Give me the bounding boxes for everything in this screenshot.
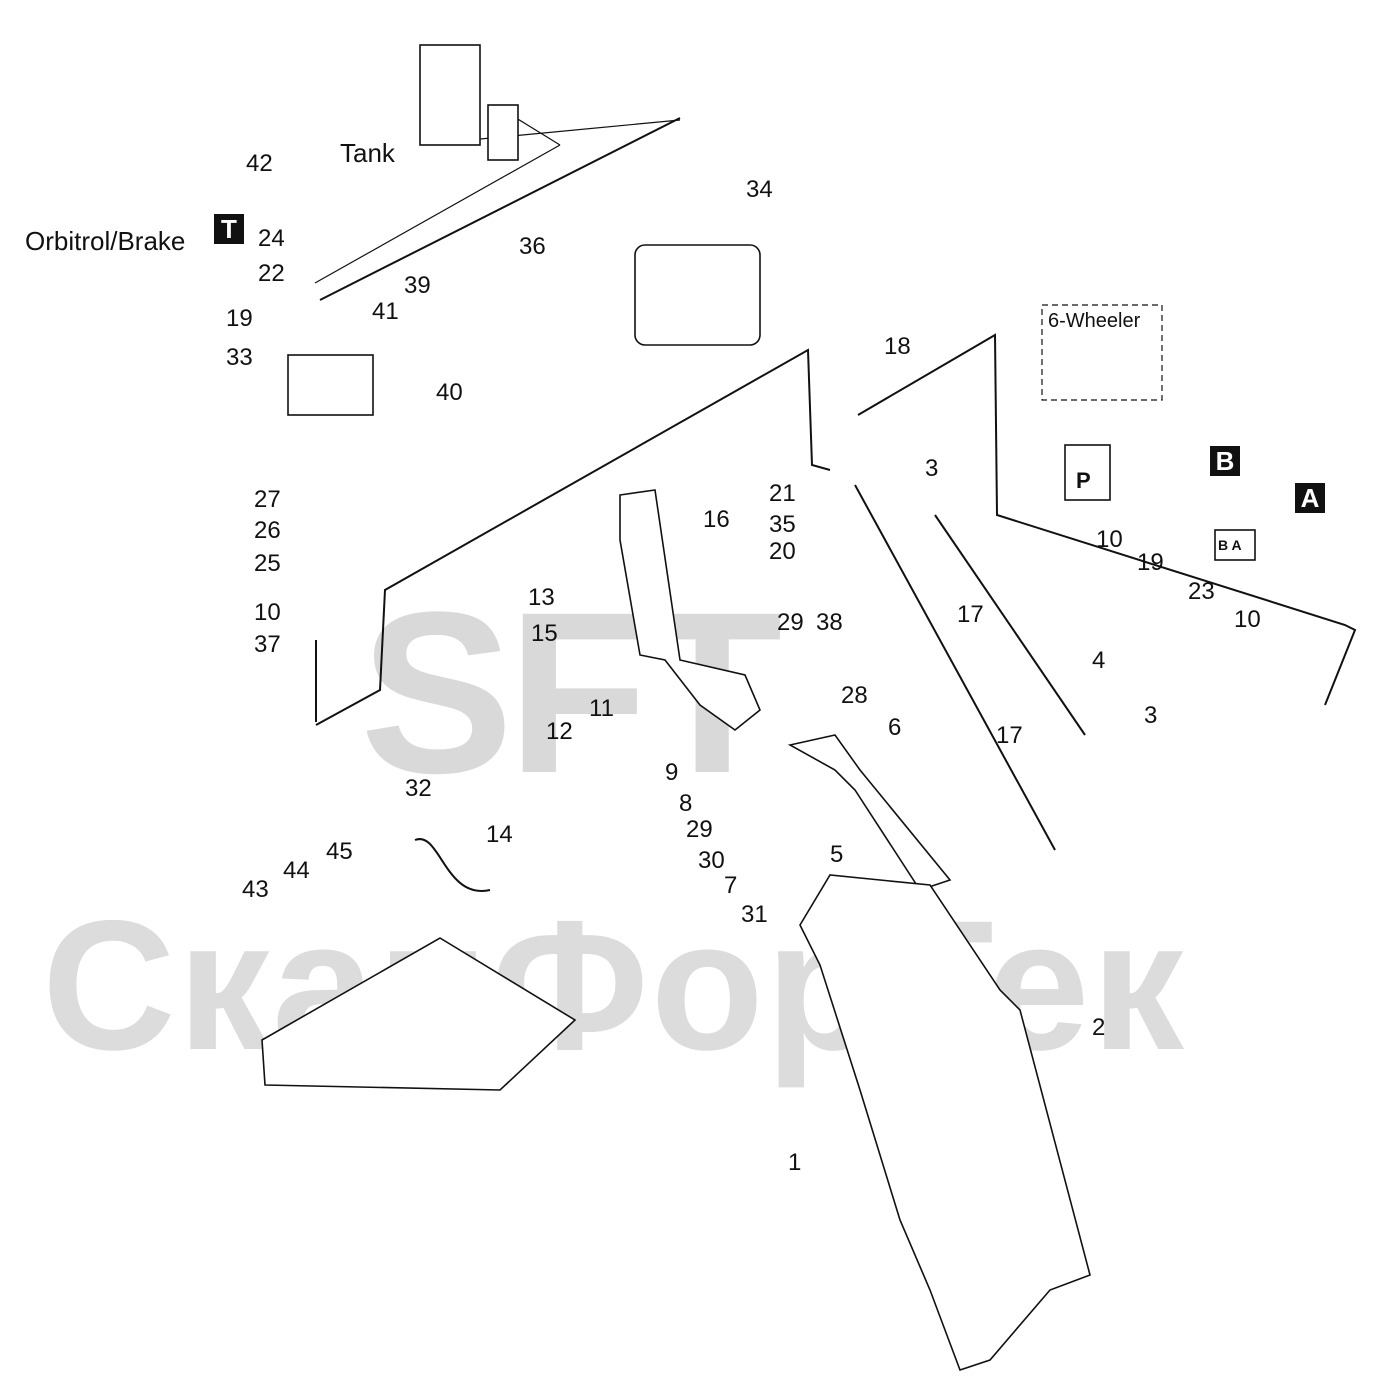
sensor-cable-32 bbox=[414, 838, 491, 892]
callout-44: 44 bbox=[283, 857, 310, 884]
valve-23 bbox=[1214, 529, 1256, 561]
gasket-plate bbox=[487, 104, 519, 161]
callout-3: 3 bbox=[925, 455, 939, 482]
callout-1: 1 bbox=[788, 1149, 802, 1176]
callout-27: 27 bbox=[254, 486, 281, 513]
callout-41: 41 bbox=[372, 298, 399, 325]
callout-36: 36 bbox=[519, 233, 546, 260]
orbitrol-brake-label: Orbitrol/Brake bbox=[25, 226, 186, 256]
callout-32: 32 bbox=[405, 775, 432, 802]
ports-ba-label: B A bbox=[1218, 537, 1242, 553]
callout-21: 21 bbox=[769, 480, 796, 507]
callout-45: 45 bbox=[326, 838, 353, 865]
callout-14: 14 bbox=[486, 821, 513, 848]
callout-42: 42 bbox=[246, 150, 273, 177]
port-tag-b: B bbox=[1210, 446, 1240, 476]
callout-17b: 17 bbox=[996, 722, 1023, 749]
callout-11: 11 bbox=[589, 695, 614, 722]
callout-10: 10 bbox=[254, 599, 281, 626]
callout-39: 39 bbox=[404, 272, 431, 299]
callout-43: 43 bbox=[242, 876, 269, 903]
callout-29: 29 bbox=[777, 609, 804, 636]
port-p-label: P bbox=[1076, 468, 1091, 493]
tank-label: Tank bbox=[340, 138, 395, 168]
callout-19: 19 bbox=[226, 305, 253, 332]
callout-26: 26 bbox=[254, 517, 281, 544]
hydraulic-motor bbox=[634, 244, 761, 346]
callout-2: 2 bbox=[1092, 1014, 1106, 1041]
six-wheeler-label: 6-Wheeler bbox=[1048, 310, 1141, 332]
ladder-1 bbox=[799, 874, 1091, 1372]
tank-fitting bbox=[419, 44, 481, 146]
leader-line bbox=[314, 144, 561, 284]
callout-22: 22 bbox=[258, 260, 285, 287]
callout-40: 40 bbox=[436, 379, 463, 406]
callout-8: 8 bbox=[679, 790, 693, 817]
gas-strut-4 bbox=[934, 514, 1086, 736]
callout-20: 20 bbox=[769, 538, 796, 565]
callout-28: 28 bbox=[841, 682, 868, 709]
pedal-bracket-13 bbox=[619, 489, 761, 732]
callout-38: 38 bbox=[816, 609, 843, 636]
callout-18: 18 bbox=[884, 333, 911, 360]
callout-5: 5 bbox=[830, 841, 844, 868]
callout-16: 16 bbox=[703, 506, 730, 533]
callout-24: 24 bbox=[258, 225, 285, 252]
callout-37: 37 bbox=[254, 631, 281, 658]
callout-31: 31 bbox=[741, 901, 768, 928]
callout-9: 9 bbox=[665, 759, 679, 786]
callout-15: 15 bbox=[531, 620, 558, 647]
callout-6: 6 bbox=[888, 714, 902, 741]
callout-17: 17 bbox=[957, 601, 984, 628]
port-tag-t: T bbox=[214, 214, 244, 244]
hydraulic-line bbox=[857, 333, 1357, 706]
callout-4: 4 bbox=[1092, 647, 1106, 674]
callout-19b: 19 bbox=[1137, 549, 1164, 576]
callout-33: 33 bbox=[226, 344, 253, 371]
callout-25: 25 bbox=[254, 550, 281, 577]
callout-13: 13 bbox=[528, 584, 555, 611]
callout-35: 35 bbox=[769, 511, 796, 538]
callout-23: 23 bbox=[1188, 578, 1215, 605]
callout-29b: 29 bbox=[686, 816, 713, 843]
callout-7: 7 bbox=[724, 872, 738, 899]
pedal-arm-1 bbox=[787, 734, 952, 891]
battery-tray bbox=[261, 937, 577, 1091]
callout-34: 34 bbox=[746, 176, 773, 203]
valve-block-p bbox=[1064, 444, 1111, 501]
callout-3b: 3 bbox=[1144, 702, 1158, 729]
callout-12: 12 bbox=[546, 718, 573, 745]
valve-block-33 bbox=[287, 354, 374, 416]
strut-rod bbox=[854, 484, 1056, 851]
hydraulic-line bbox=[315, 348, 831, 726]
callout-10c: 10 bbox=[1234, 606, 1261, 633]
callout-30: 30 bbox=[698, 847, 725, 874]
hydraulic-hose bbox=[319, 117, 681, 301]
callout-10b: 10 bbox=[1096, 526, 1123, 553]
six-wheeler-box bbox=[1041, 304, 1163, 401]
port-tag-a: A bbox=[1295, 483, 1325, 513]
